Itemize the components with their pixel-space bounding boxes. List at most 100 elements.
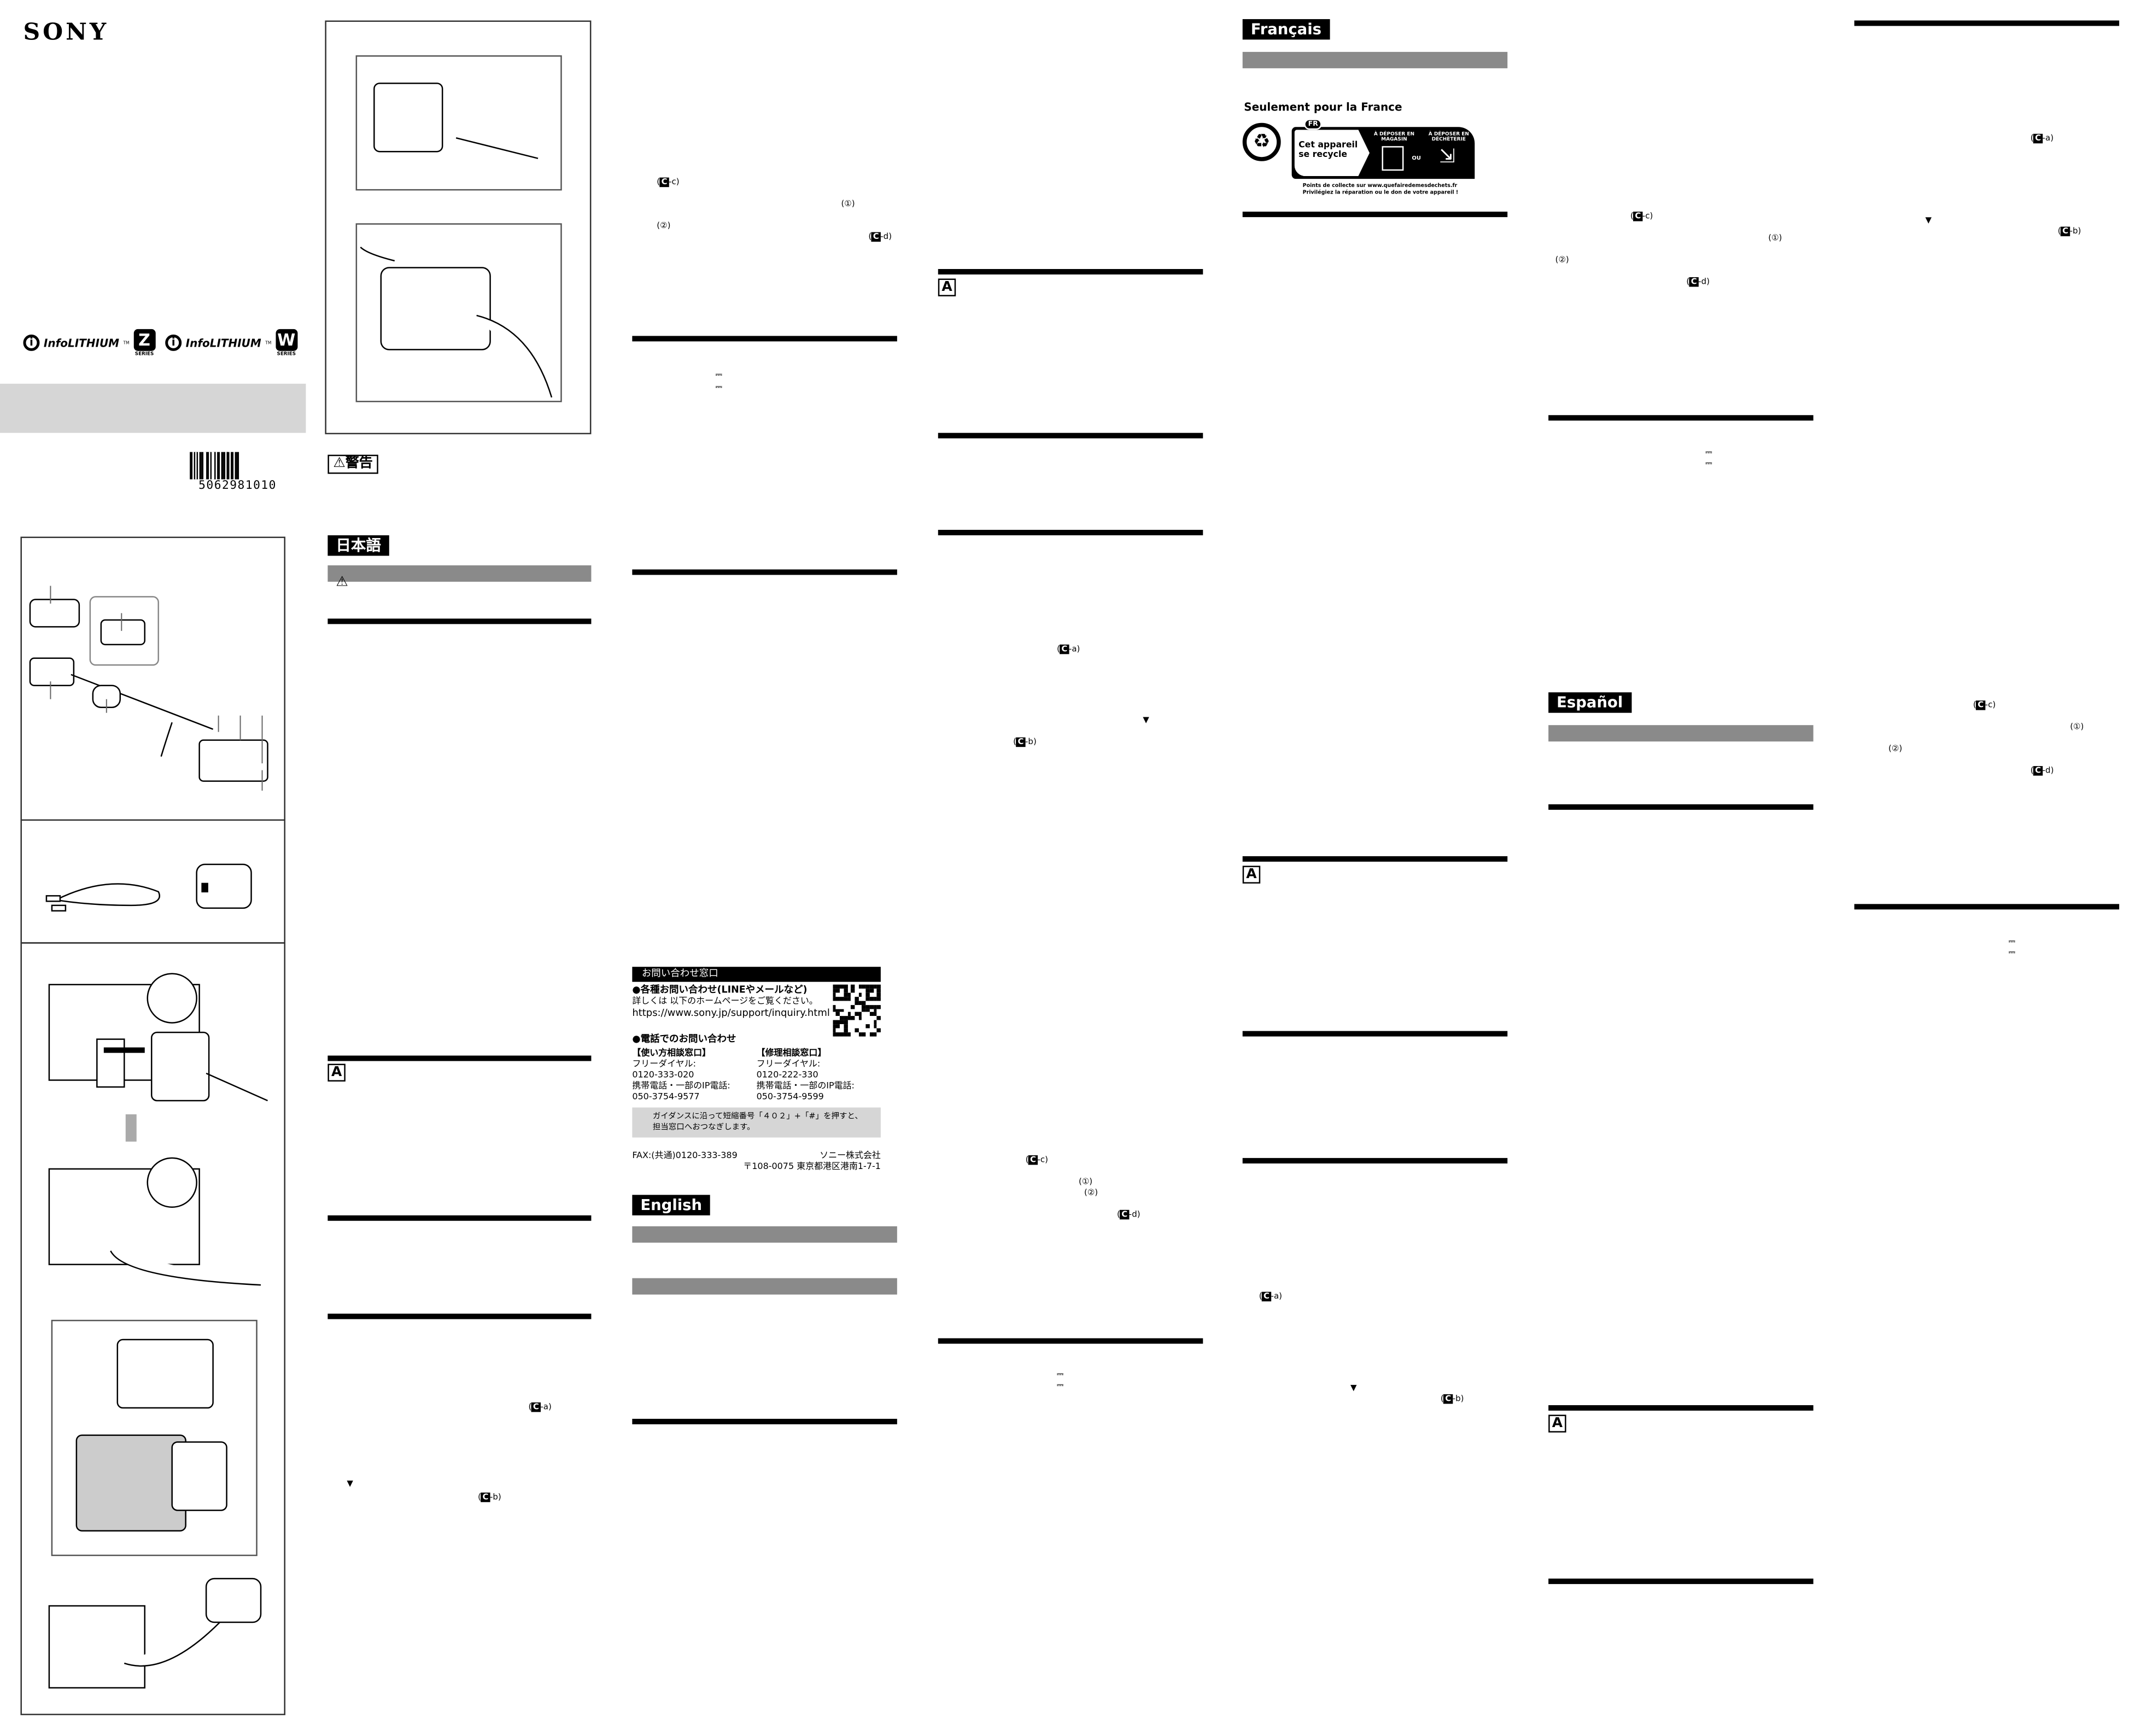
qr-module <box>858 1032 863 1037</box>
barcode-bar <box>200 452 202 480</box>
figure-b-accessories <box>20 819 285 944</box>
guidance-note: ガイダンスに沿って短縮番号「４０２」+「#」を押すと、 担当窓口へおつなぎします… <box>632 1107 881 1138</box>
barcode-bar <box>230 452 231 480</box>
dc-symbol-icon: ⎓ <box>715 370 722 380</box>
qr-module <box>862 1028 866 1033</box>
qr-module <box>862 1004 866 1009</box>
qr-module <box>873 992 878 997</box>
fr-badge: FR <box>1304 119 1323 130</box>
qr-module <box>855 1016 859 1021</box>
section-marker-a: A <box>327 1063 346 1082</box>
qr-module <box>869 996 874 1001</box>
qr-module <box>877 1032 881 1037</box>
ref-c-b: (C-b) <box>478 1492 501 1503</box>
info-i-icon: i <box>23 334 40 351</box>
waste-center-icon: ⇲ <box>1439 146 1455 168</box>
qr-module <box>855 992 859 997</box>
qr-module <box>858 996 863 1001</box>
qr-module <box>840 1000 844 1005</box>
qr-module <box>847 1028 851 1033</box>
qr-module <box>840 1028 844 1033</box>
barcode-bar <box>223 452 225 480</box>
qr-module <box>851 996 855 1001</box>
qr-module <box>862 988 866 993</box>
qr-module <box>847 992 851 997</box>
section-bar <box>1548 725 1814 742</box>
qr-module <box>855 1000 859 1005</box>
barcode-bar <box>221 452 222 480</box>
phone-number: 0120-333-020 <box>632 1069 694 1080</box>
usb-cable-and-charger-illustration <box>45 863 252 912</box>
qr-module <box>847 1020 851 1025</box>
section-rule <box>938 432 1203 439</box>
qr-module <box>862 992 866 997</box>
qr-module <box>836 1008 840 1013</box>
qr-module <box>844 1016 847 1021</box>
section-rule <box>632 336 897 342</box>
ref-c-b: (C-b) <box>1013 737 1037 747</box>
barcode-bar <box>215 452 217 480</box>
section-rule <box>1242 1158 1508 1164</box>
section-rule <box>938 1338 1203 1344</box>
section-rule <box>938 269 1203 274</box>
barcode-bar <box>225 452 226 480</box>
section-rule <box>632 1418 897 1424</box>
qr-module <box>832 1000 836 1005</box>
barcode-bar <box>208 452 209 480</box>
qr-module <box>851 1016 855 1021</box>
qr-module <box>877 996 881 1001</box>
figure-a-parts <box>20 536 285 821</box>
contact-title: お問い合わせ窓口 <box>632 967 881 982</box>
qr-module <box>873 996 878 1001</box>
qr-module <box>869 992 874 997</box>
qr-module <box>851 1000 855 1005</box>
section-rule <box>327 1313 592 1319</box>
barcode-bar <box>191 452 193 480</box>
barcode-bar <box>229 452 230 480</box>
shop-icon <box>1382 146 1404 171</box>
section-rule <box>327 618 592 624</box>
qr-module <box>877 1000 881 1005</box>
step-2-marker: (②) <box>657 221 671 231</box>
dc-symbol-icon: ⎓ <box>1057 1380 1063 1390</box>
qr-module <box>865 1012 870 1017</box>
qr-module <box>865 988 870 993</box>
qr-module <box>855 1020 859 1025</box>
qr-module <box>832 1024 836 1028</box>
ref-c-c: (C-c) <box>1630 212 1653 221</box>
qr-module <box>862 984 866 989</box>
qr-module <box>865 1000 870 1005</box>
barcode-bar <box>216 452 218 480</box>
qr-module <box>851 984 855 989</box>
qr-module <box>869 1000 874 1005</box>
dc-symbol-icon: ⎓ <box>715 382 722 392</box>
qr-module <box>836 996 840 1001</box>
inquiry-url[interactable]: https://www.sony.jp/support/inquiry.html <box>632 1006 830 1019</box>
qr-module <box>855 1028 859 1033</box>
qr-module <box>858 1028 863 1033</box>
barcode-bar <box>205 452 207 480</box>
section-rule <box>327 1055 592 1061</box>
qr-module <box>869 1028 874 1033</box>
barcode-bar <box>233 452 235 480</box>
ac-adaptor-parts-illustration <box>29 586 268 791</box>
qr-module <box>855 1012 859 1017</box>
qr-code[interactable] <box>832 984 881 1037</box>
qr-module <box>847 988 851 993</box>
ref-c-d: (C-d) <box>1116 1209 1140 1220</box>
qr-module <box>836 1020 840 1025</box>
section-bar: ⚠ <box>327 565 592 590</box>
section-rule <box>1548 415 1814 421</box>
qr-module <box>832 1032 836 1037</box>
barcode: 5062981010 <box>190 452 285 493</box>
ref-c-a: (C-a) <box>2030 133 2054 144</box>
section-rule <box>1854 20 2120 26</box>
qr-module <box>851 1032 855 1037</box>
phone-number: 0120-222-330 <box>756 1069 818 1080</box>
barcode-bars <box>190 452 285 480</box>
camera-connection-illustration <box>48 973 268 1689</box>
qr-module <box>844 1020 847 1025</box>
qr-module <box>851 1024 855 1028</box>
language-tab-french: Français <box>1242 19 1330 40</box>
qr-module <box>847 1000 851 1005</box>
